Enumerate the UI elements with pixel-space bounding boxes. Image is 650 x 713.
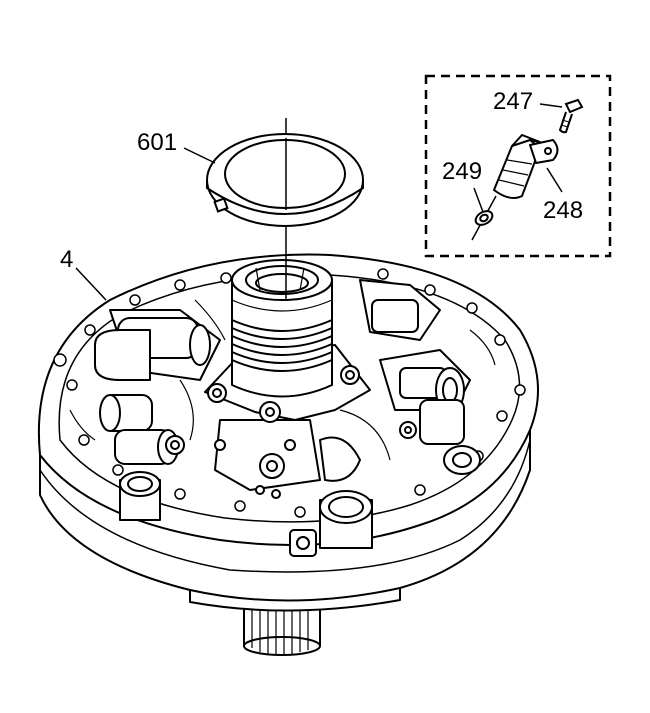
bolt-247: [558, 98, 584, 134]
leader-248: [546, 167, 563, 193]
callout-249: 249: [442, 158, 483, 185]
thrust-washer-601: [206, 133, 364, 227]
leader-4: [75, 267, 107, 301]
sensor-248: [493, 134, 559, 199]
detail-inset-box: [424, 74, 612, 258]
callout-248: 248: [543, 197, 584, 224]
leader-249: [473, 187, 484, 213]
left-solenoid-cluster: [94, 309, 221, 465]
rim-bolt-holes: [53, 268, 526, 518]
pump-body-assembly: [37, 253, 539, 656]
o-ring-249: [474, 210, 494, 226]
callout-601: 601: [137, 129, 178, 156]
center-hub: [231, 259, 333, 398]
leader-lines: [75, 103, 563, 301]
right-solenoid-cluster: [359, 279, 481, 475]
callout-247: 247: [493, 88, 534, 115]
leader-247: [539, 103, 563, 108]
front-port-bosses: [119, 471, 373, 557]
callout-4: 4: [60, 246, 74, 273]
casting-details: [69, 299, 496, 461]
center-valve-body: [214, 419, 361, 499]
leader-601: [183, 147, 216, 164]
